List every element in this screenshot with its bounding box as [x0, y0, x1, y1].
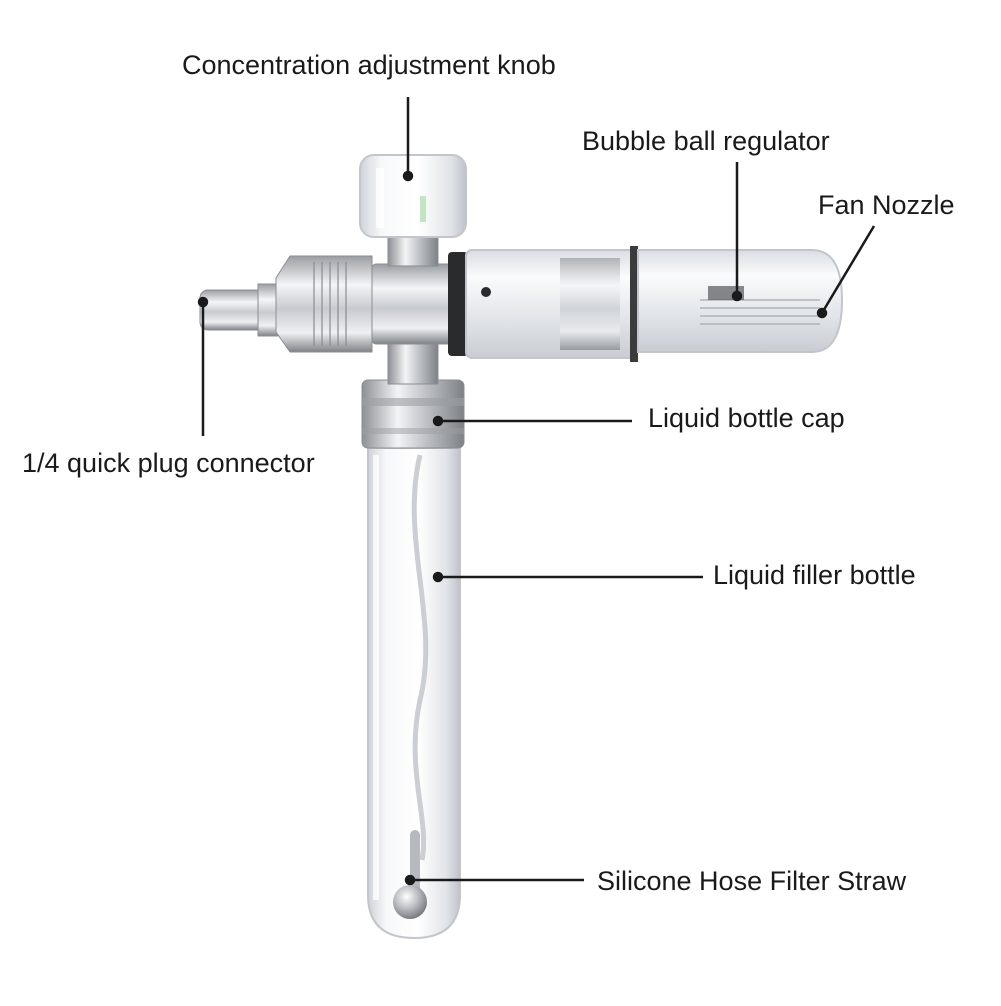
leader-lines: [197, 97, 876, 886]
label-concentration-knob: Concentration adjustment knob: [182, 50, 556, 80]
quick-plug-connector: [199, 255, 373, 353]
label-quick-plug: 1/4 quick plug connector: [22, 448, 315, 478]
label-bottle-cap: Liquid bottle cap: [648, 403, 845, 433]
label-bubble-regulator: Bubble ball regulator: [582, 126, 830, 156]
leader-fan: [820, 225, 876, 314]
label-filter-straw: Silicone Hose Filter Straw: [597, 866, 907, 896]
spray-barrel: [465, 246, 638, 362]
bottle-neck: [387, 339, 439, 385]
leader-dot-knob: [402, 170, 414, 182]
central-body: [371, 233, 468, 356]
concentration-knob: [359, 154, 467, 238]
label-fan-nozzle: Fan Nozzle: [818, 190, 955, 220]
leader-dot-cap: [432, 415, 444, 427]
leader-dot-connector: [197, 296, 209, 308]
leader-dot-bottle: [432, 571, 444, 583]
leader-dot-straw: [404, 874, 416, 886]
liquid-bottle-cap: [361, 379, 465, 449]
liquid-filler-bottle: [367, 447, 461, 940]
nozzle-chamber: [637, 249, 844, 353]
leader-dot-bubble: [731, 290, 743, 302]
leader-dot-fan: [816, 307, 828, 319]
label-filler-bottle: Liquid filler bottle: [713, 560, 916, 590]
